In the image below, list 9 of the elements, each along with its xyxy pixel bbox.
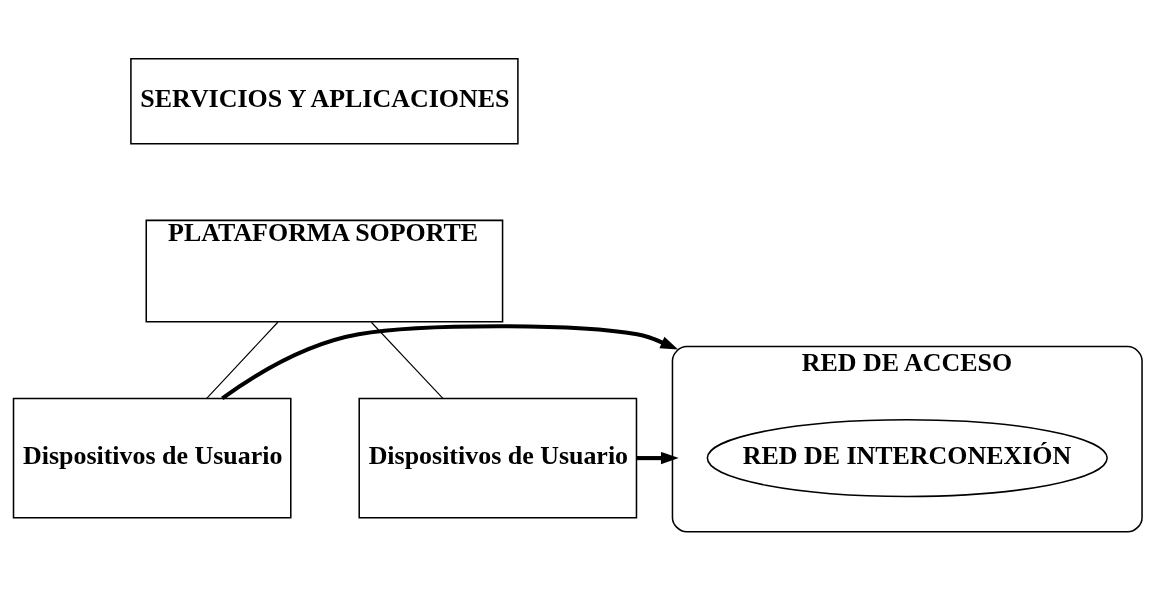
node-box: SERVICIOS Y APLICACIONES: [130, 57, 519, 144]
node-box: Dispositivos de Usuario: [358, 397, 638, 518]
node-ellipse: RED DE INTERCONEXIÓN: [706, 418, 1108, 497]
connector: [370, 321, 444, 399]
node-box: PLATAFORMA SOPORTE: [145, 219, 504, 323]
node-box: Dispositivos de Usuario: [12, 397, 292, 518]
connector: [206, 321, 279, 399]
arrow: [636, 451, 679, 464]
arrow: [221, 323, 679, 400]
